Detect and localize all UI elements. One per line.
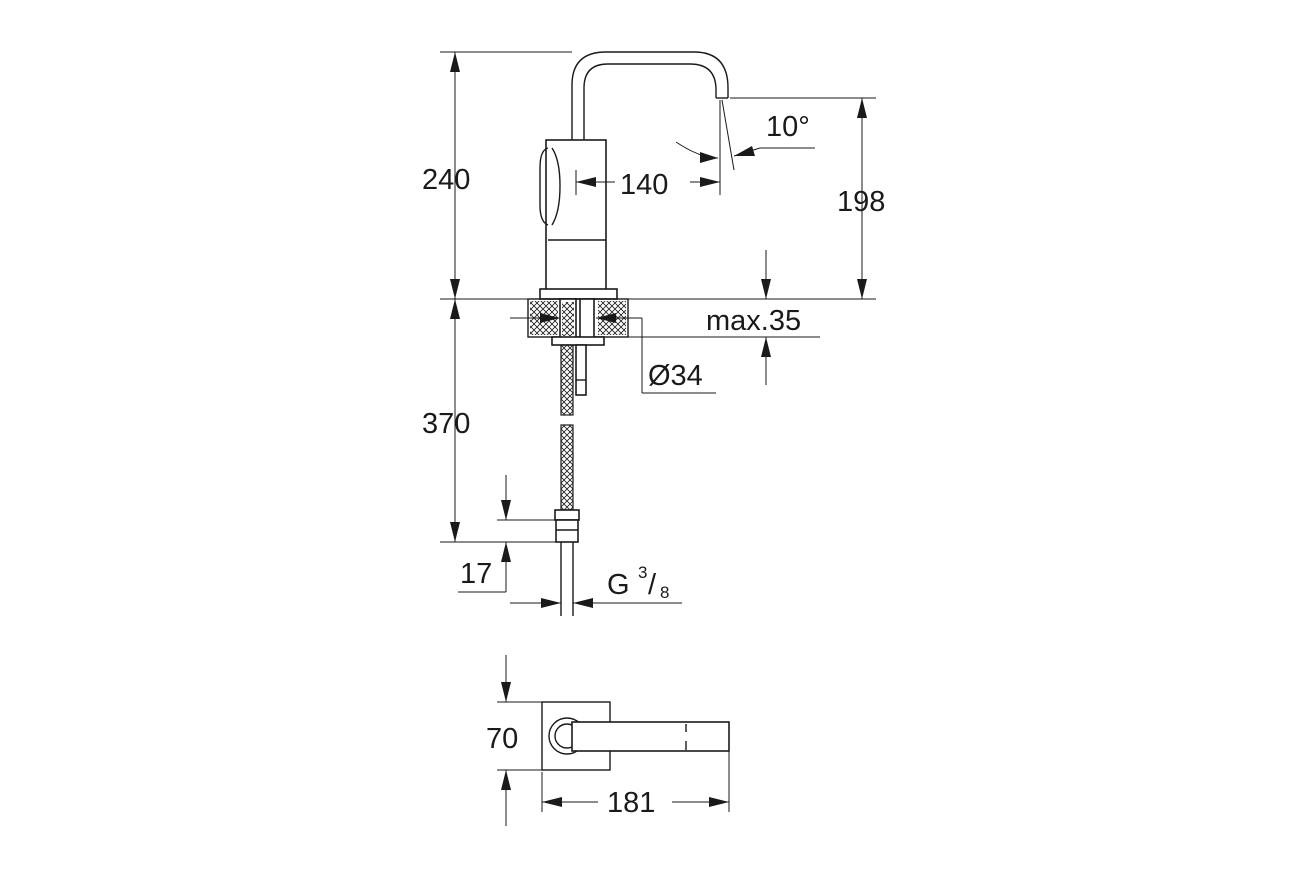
dimension-lines — [440, 51, 876, 608]
sensor-window — [539, 147, 549, 226]
top-view-dimensions — [497, 655, 730, 826]
dim-angle-10: 10° — [766, 111, 810, 143]
thread-g: G — [607, 569, 630, 601]
dim-17: 17 — [460, 558, 492, 590]
dim-181: 181 — [607, 787, 655, 819]
supply-hose — [560, 344, 574, 416]
base-plate — [539, 288, 618, 300]
faucet-body — [545, 139, 607, 291]
fixing-washer — [551, 336, 605, 346]
dim-370: 370 — [422, 408, 470, 440]
dim-70: 70 — [486, 723, 518, 755]
thread-slash: / — [648, 569, 657, 601]
dim-240: 240 — [422, 164, 470, 196]
dim-198: 198 — [837, 186, 885, 218]
dim-thread-g38: G 3 / 8 — [607, 563, 669, 602]
thread-den: 8 — [660, 583, 669, 602]
faucet-top-view — [541, 701, 730, 771]
dim-max-35: max.35 — [706, 305, 801, 337]
dim-140: 140 — [620, 169, 668, 201]
top-view-spout — [571, 721, 730, 752]
dim-diameter-34: Ø34 — [648, 360, 703, 392]
spout-tube — [571, 51, 729, 140]
thread-num: 3 — [638, 563, 647, 582]
faucet-side-view — [539, 51, 729, 300]
hose-connector — [554, 509, 580, 521]
